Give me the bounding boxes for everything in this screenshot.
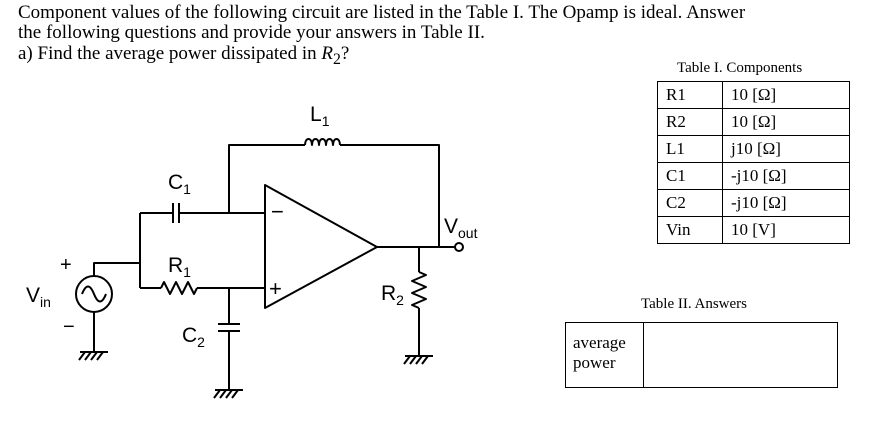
label-Vout: Vout — [444, 215, 478, 241]
component-value: 10 [V] — [722, 216, 850, 244]
part-a-prefix: a) Find the average power dissipated in — [18, 43, 322, 64]
label-R2: R2 — [381, 282, 404, 308]
answer-label-line1: average — [573, 333, 626, 352]
part-a-var: R — [321, 43, 333, 64]
label-R1: R1 — [168, 254, 191, 280]
ground-c2 — [213, 389, 243, 399]
wire-source-top — [93, 262, 140, 276]
ground-source — [78, 351, 108, 361]
question-part-a: a) Find the average power dissipated in … — [18, 43, 349, 71]
part-a-suffix: ? — [340, 43, 350, 64]
source-minus-sign: − — [63, 316, 75, 338]
source-plus-sign: + — [60, 254, 72, 276]
table1-caption: Table I. Components — [677, 60, 803, 76]
table-row: R2 10 [Ω] — [657, 108, 850, 136]
label-L1: L1 — [310, 103, 330, 129]
table2-caption: Table II. Answers — [641, 296, 748, 312]
table-row: L1 j10 [Ω] — [657, 135, 850, 163]
component-value: 10 [Ω] — [722, 81, 850, 109]
question-line-2: the following questions and provide your… — [18, 22, 485, 43]
component-name: C1 — [657, 162, 723, 190]
opamp-triangle — [264, 184, 378, 309]
component-name: R1 — [657, 81, 723, 109]
component-value: 10 [Ω] — [722, 108, 850, 136]
average-power-answer-cell[interactable] — [644, 322, 838, 388]
resistor-R1 — [160, 281, 198, 295]
label-C2: C2 — [182, 324, 205, 350]
vout-terminal — [454, 242, 464, 252]
component-value: j10 [Ω] — [722, 135, 850, 163]
label-C1: C1 — [168, 171, 191, 197]
table-row: C2 -j10 [Ω] — [657, 189, 850, 217]
component-name: L1 — [657, 135, 723, 163]
wire-feedback-right — [340, 144, 440, 247]
component-name: Vin — [657, 216, 723, 244]
inductor-L1 — [304, 138, 341, 146]
label-Vin: Vin — [26, 284, 51, 310]
part-a-sub: 2 — [333, 50, 341, 68]
answer-label-line2: power — [573, 353, 616, 372]
opamp-plus-sign: + — [269, 276, 282, 301]
table-row: R1 10 [Ω] — [657, 81, 850, 109]
component-name: C2 — [657, 189, 723, 217]
ground-r2 — [403, 355, 433, 365]
opamp-minus-sign: − — [271, 199, 284, 224]
component-value: -j10 [Ω] — [722, 189, 850, 217]
components-table: R1 10 [Ω] R2 10 [Ω] L1 j10 [Ω] C1 -j10 [… — [657, 81, 850, 244]
table-row: Vin 10 [V] — [657, 216, 850, 244]
component-name: R2 — [657, 108, 723, 136]
component-value: -j10 [Ω] — [722, 162, 850, 190]
wire-feedback-left — [228, 144, 305, 213]
table-row: C1 -j10 [Ω] — [657, 162, 850, 190]
source-sine — [81, 285, 107, 303]
answer-row-label: average power — [565, 322, 644, 388]
question-line-1: Component values of the following circui… — [18, 2, 746, 23]
resistor-R2 — [411, 271, 427, 309]
